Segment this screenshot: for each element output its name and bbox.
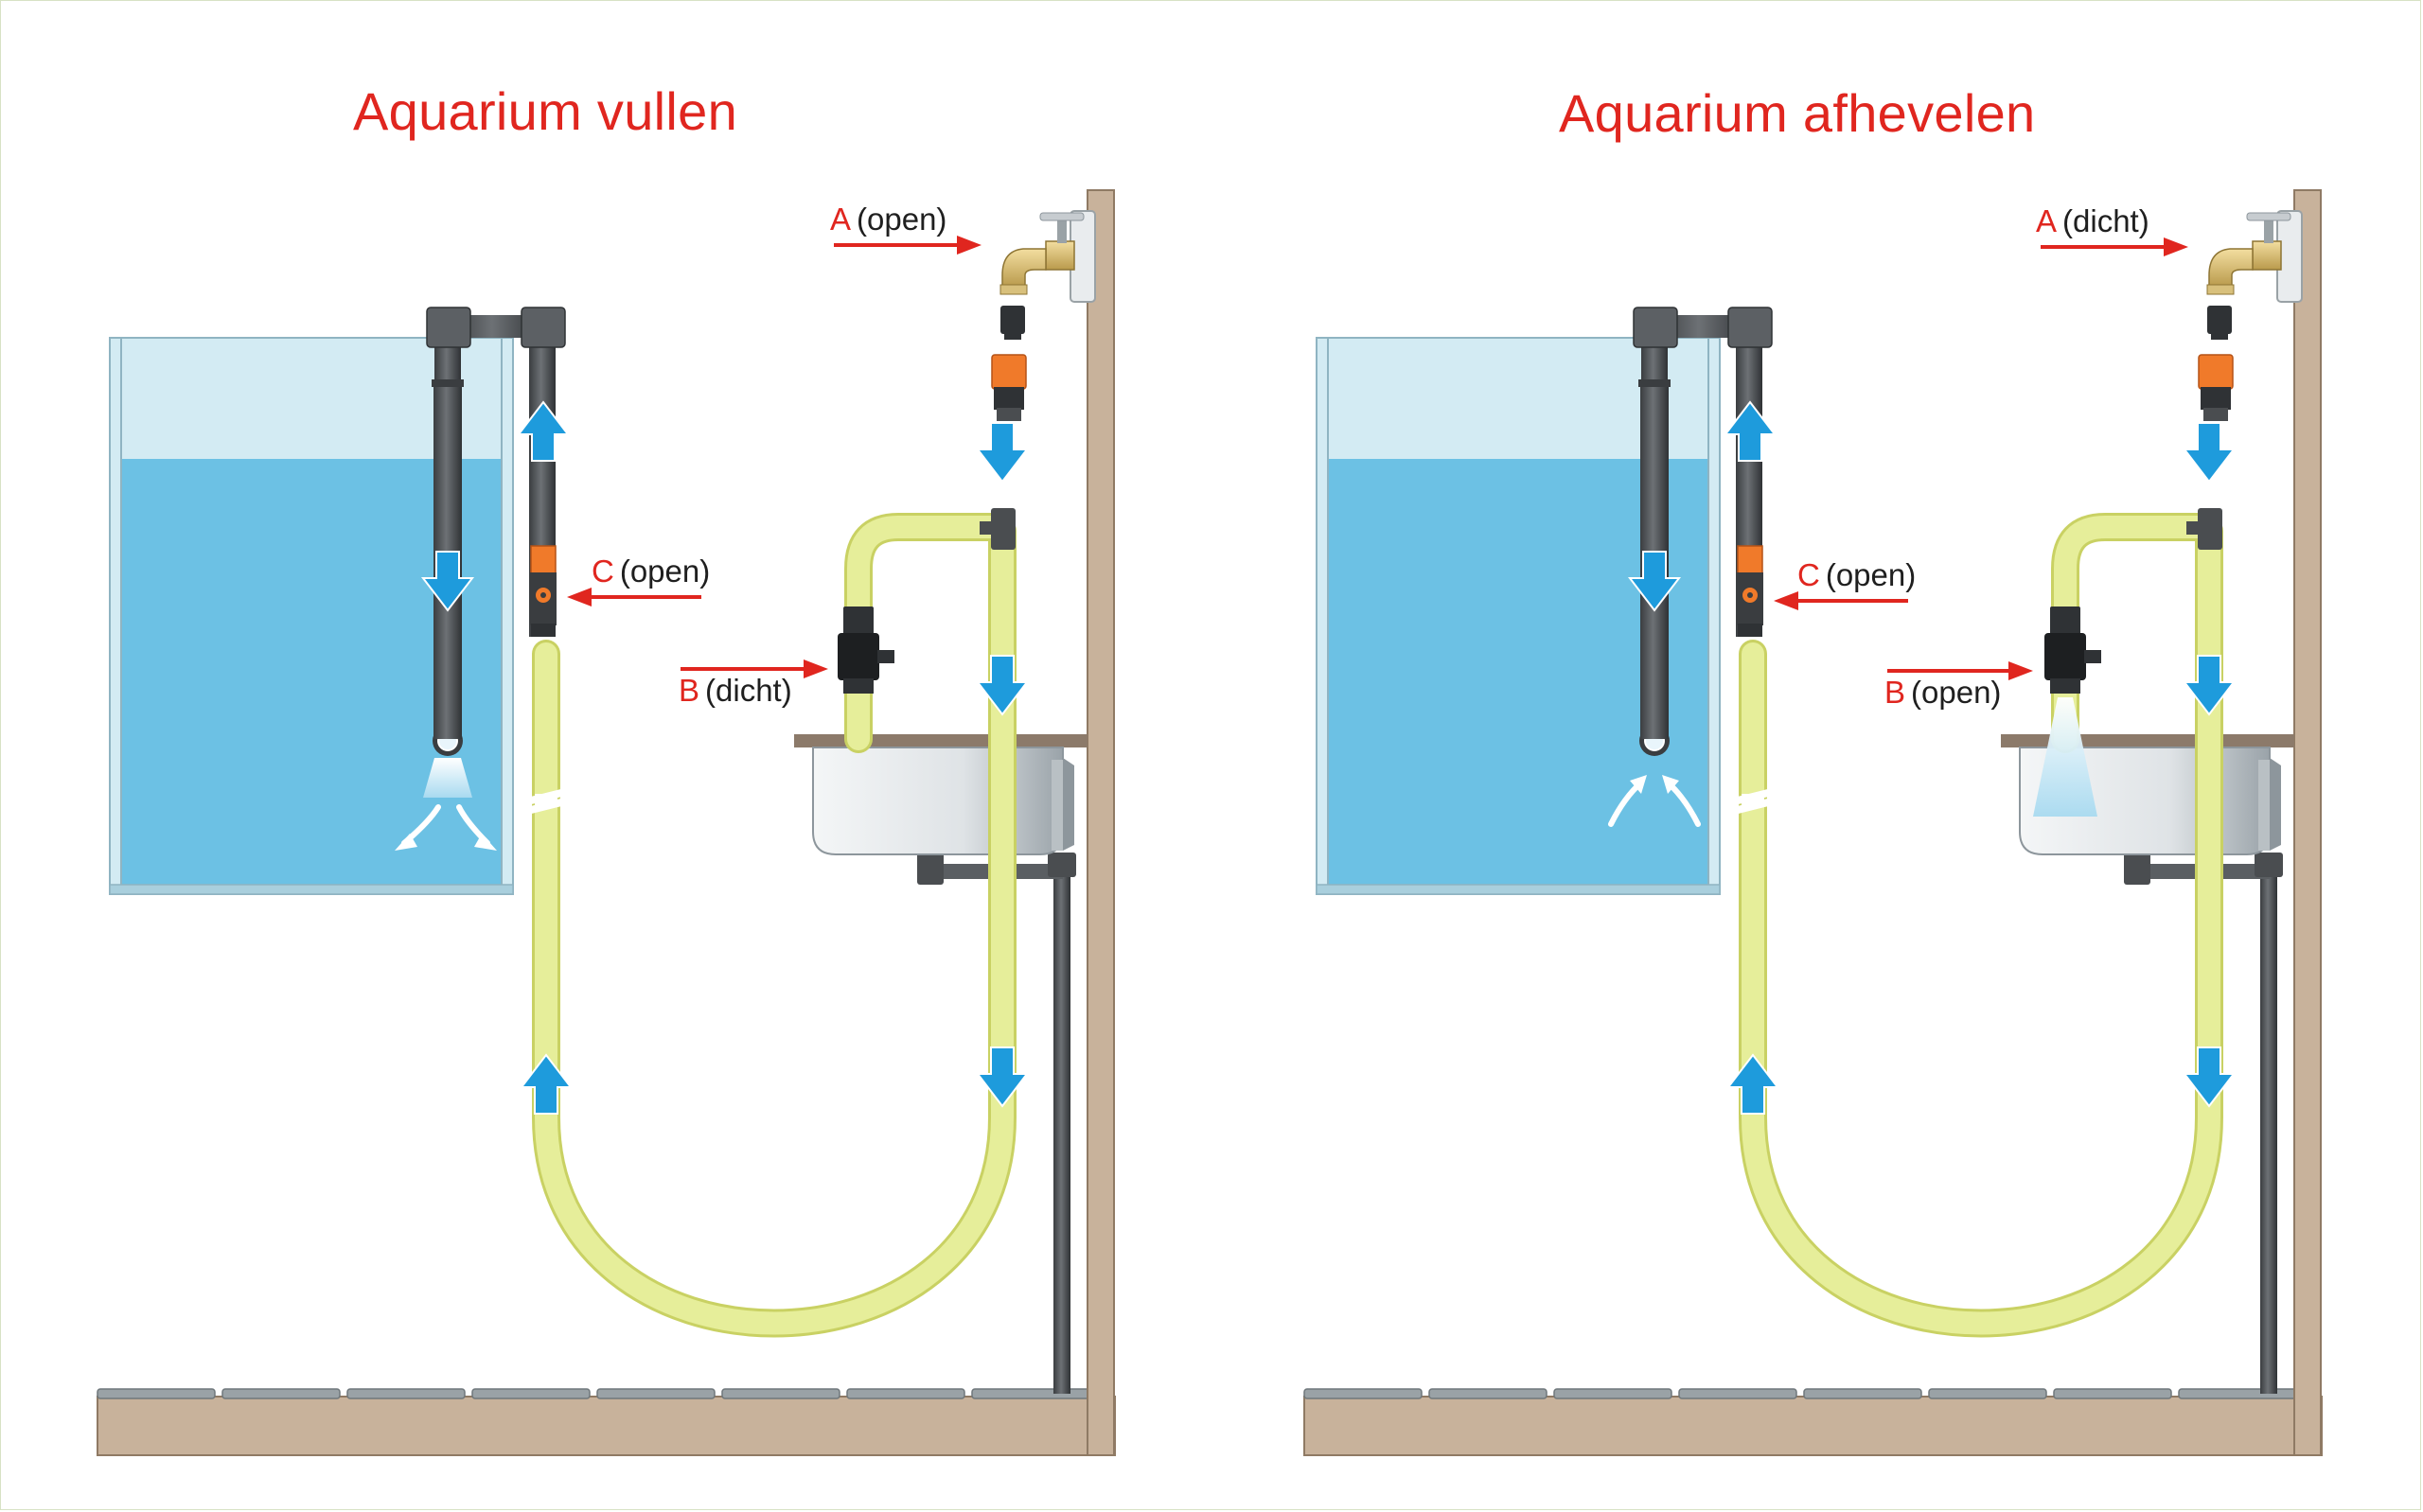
pointer-arrow-c: [567, 588, 701, 607]
flow-arrow-down-hose-low: [2184, 1046, 2235, 1107]
pointer-arrow-a: [2041, 237, 2188, 256]
flow-arrow-down-hose-low: [977, 1046, 1028, 1107]
label-state-b: (dicht): [705, 673, 792, 708]
flow-arrow-down-tap: [977, 422, 1028, 483]
flow-arrow-down-hose: [977, 655, 1028, 715]
label-valve-b: B(open): [1884, 675, 2001, 711]
flow-arrow-up-pipe: [1724, 401, 1776, 462]
panel-fill-scene: [97, 190, 1115, 1455]
flow-arrow-up-pipe: [518, 401, 569, 462]
label-key-c: C: [1797, 557, 1820, 592]
pointer-arrow-c: [1774, 591, 1908, 610]
pointer-arrow-b: [1887, 661, 2033, 680]
flow-arrow-down-hose: [2184, 655, 2235, 715]
panel-title-siphon: Aquarium afhevelen: [1559, 83, 2036, 143]
pointer-arrow-b: [681, 659, 828, 678]
label-key-a: A: [2036, 203, 2058, 238]
label-valve-a: A(dicht): [2036, 203, 2149, 239]
label-key-b: B: [679, 673, 700, 708]
label-valve-b: B(dicht): [679, 673, 792, 709]
outflow-jet: [423, 758, 472, 798]
panel-title-fill: Aquarium vullen: [353, 81, 738, 141]
label-state-c: (open): [1825, 557, 1917, 592]
label-key-b: B: [1884, 675, 1906, 710]
label-key-c: C: [592, 554, 614, 589]
label-state-c: (open): [619, 554, 711, 589]
label-state-b: (open): [1911, 675, 2002, 710]
label-valve-c: C(open): [1797, 557, 1916, 593]
label-valve-a: A(open): [830, 202, 946, 237]
flow-arrow-down-tap: [2184, 422, 2235, 483]
label-key-a: A: [830, 202, 852, 237]
pointer-arrow-a: [834, 236, 982, 255]
drain-jet: [2033, 697, 2097, 817]
label-valve-c: C(open): [592, 554, 710, 589]
flow-arrow-up-hose: [1727, 1054, 1778, 1115]
flow-arrow-up-hose: [521, 1054, 572, 1115]
label-state-a: (open): [857, 202, 947, 237]
label-state-a: (dicht): [2062, 203, 2149, 238]
panel-siphon-scene: [1304, 190, 2322, 1455]
